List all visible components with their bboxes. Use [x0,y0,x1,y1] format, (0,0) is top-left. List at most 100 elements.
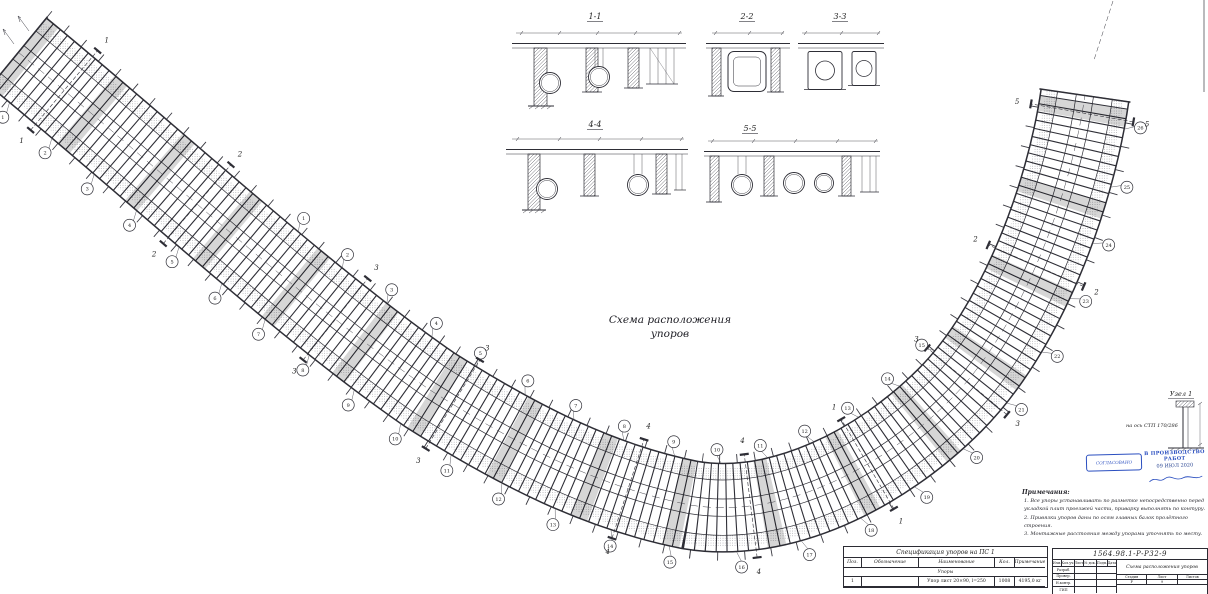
tb-role-name [1075,580,1097,587]
support-number: 12 [801,429,807,435]
support-leader [298,223,301,232]
cut-flag [607,535,617,541]
title-block-role-row: Провер. [1053,573,1116,581]
cut-label: 5 [0,0,3,2]
section-title: 2-2 [740,12,754,21]
support-mark [920,490,934,504]
scheme-title: Схема расположения упоров [590,314,750,341]
support-number: 14 [607,544,613,550]
tb-role-sign [1097,580,1116,586]
stage-label: Стадия [1117,575,1147,580]
sheet-value: 9 [1160,580,1164,584]
support-number: 4 [128,223,131,229]
pipe-circle [627,174,649,196]
tb-role-name [1075,587,1097,593]
support-mark [546,518,560,531]
support-number: 16 [738,565,744,571]
support-leader [218,283,222,294]
tb-role-label: ГИП [1053,587,1075,593]
support-leader [850,413,859,418]
node-detail: Узел 1 на ось СТП 170/286 [1126,390,1204,452]
tb-role-sign [1097,574,1116,580]
scheme-title-line1: Схема расположения [608,314,732,326]
support-mark [1134,121,1147,135]
support-mark [492,492,505,506]
spec-table-title: Спецификация упоров на ПС 1 [844,547,1047,558]
support-leader [914,486,924,493]
support-leader [48,138,52,149]
matchline [1093,0,1114,61]
cut-line [611,439,645,539]
cut-line [743,454,758,558]
curved-plan-band [0,10,1138,561]
support-number: 9 [347,403,350,409]
support-mark [1015,403,1028,416]
tb-header-cell: Дата [1108,560,1116,565]
support-mark [710,443,724,456]
pipe-circle [783,172,805,194]
cut-label: 5 [0,0,3,2]
cut-label: 4 [739,437,744,445]
support-leader [622,431,624,440]
cut-flag [26,126,35,134]
title-block: 1564.98.1-Р-Р32-9 Изм. Кол.уч. Лист № до… [1052,548,1208,594]
support-mark [970,451,983,464]
matchline-arrow [17,15,30,32]
support-leader [90,174,95,185]
sheets-label: Листов [1177,575,1207,580]
spec-cell-qty: 1008 [995,577,1015,587]
cut-line [840,419,895,509]
support-mark [296,363,310,377]
tb-header-cell: Лист [1075,560,1084,566]
pipe-circle [539,72,561,94]
cut-label: 5 [1145,121,1150,129]
spec-col-header: Наименование [919,558,995,568]
support-leader [860,518,869,526]
cut-label: 1 [104,36,108,44]
scheme-title-line2: упоров [650,327,690,340]
support-number: 22 [1054,354,1060,360]
tb-role-name [1075,573,1097,580]
support-leader [761,451,768,458]
support-number: 5 [170,259,173,265]
sheet-marks [2,0,1205,92]
note-item: 2. Привязки упоров даны по осям главных … [1024,514,1188,529]
plan-annotations: 1234567891011121314151617181920212223242… [0,0,1150,576]
note-item: 3. Монтажные расстояния между упорами ут… [1024,531,1203,538]
support-number: 25 [1124,185,1130,191]
support-leader [449,455,452,466]
support-leader [716,455,722,463]
band-upor-groups [0,17,1129,552]
cut-label: 4 [604,548,609,556]
cut-flag [1080,281,1087,292]
cut-label: 5 [1015,98,1020,106]
spec-cell-pos: 1 [844,577,862,587]
support-mark [430,317,443,330]
sheet-title: Схема расположения упоров [1117,560,1207,575]
cut-line [988,244,1084,287]
title-block-role-row: Н.контр. [1053,580,1116,588]
support-number: 1 [302,216,305,222]
support-mark [165,255,179,269]
support-mark [753,439,767,452]
cut-label: 2 [972,236,978,244]
support-leader [963,448,973,454]
cut-line [30,50,98,131]
support-number: 26 [1137,126,1143,132]
spec-col-header: Поз. [844,558,862,568]
spec-group-row: Упоры [844,568,1047,577]
note-item: 1. Все упоры устанавливать по разметке н… [1024,498,1206,513]
support-leader [1124,126,1135,130]
support-number: 18 [868,528,874,534]
tb-header-cell: № док. [1084,560,1097,566]
support-number: 17 [806,552,812,558]
support-number: 9 [672,440,675,446]
support-number: 2 [43,151,46,157]
band-girder-lines-outerpair-mask [0,30,1113,535]
cut-flag [1029,99,1033,109]
title-block-role-row: ГИП [1053,587,1116,593]
cut-label: 2 [237,150,243,158]
spec-col-header: Обозначение [862,558,919,568]
cut-flag [1131,117,1136,127]
